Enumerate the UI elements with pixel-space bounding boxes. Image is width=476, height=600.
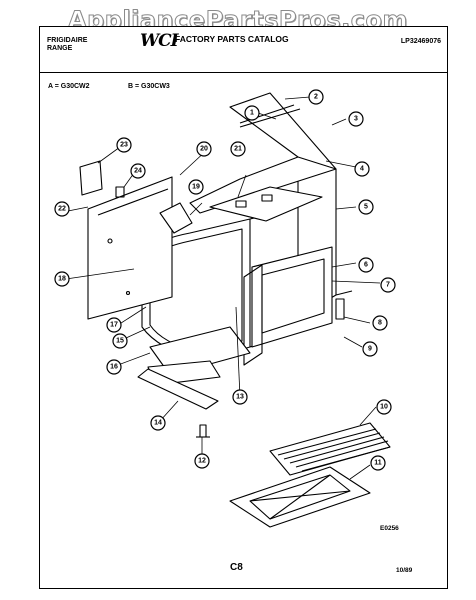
callout-label: 7	[386, 282, 390, 289]
callout-label: 24	[134, 168, 142, 175]
side-panel	[87, 176, 173, 320]
callout-label: 20	[200, 146, 208, 153]
callout-label: 8	[378, 320, 382, 327]
housing-top	[189, 156, 337, 214]
part-callouts: 1 2 3 4 5 6 7 8 9 10 11 12 13 14 15 16 1…	[54, 89, 396, 471]
callout-label: 19	[192, 184, 200, 191]
catalog-date: 10/89	[396, 567, 413, 574]
callout-label: 12	[198, 458, 206, 465]
callout-16: 16	[106, 359, 122, 375]
burner-box	[209, 186, 323, 222]
callout-9: 9	[362, 341, 378, 357]
callout-7: 7	[380, 277, 396, 293]
callout-10: 10	[376, 399, 392, 415]
callout-18: 18	[54, 271, 70, 287]
brand-block: FRIGIDAIRE RANGE	[47, 37, 87, 53]
figure-code: E0256	[380, 525, 399, 532]
parts-catalog-sheet: FRIGIDAIRE RANGE WCI FACTORY PARTS CATAL…	[39, 26, 448, 589]
oven-rack	[269, 422, 391, 476]
wci-logo: WCI	[140, 31, 179, 51]
callout-2: 2	[308, 89, 324, 105]
callout-label: 11	[374, 460, 382, 467]
callout-label: 23	[120, 142, 128, 149]
callout-4: 4	[354, 161, 370, 177]
model-b-label: B = G30CW3	[128, 83, 170, 90]
publication-number: LP32469076	[400, 38, 441, 45]
callout-17: 17	[106, 317, 122, 333]
callout-20: 20	[196, 141, 212, 157]
callout-22: 22	[54, 201, 70, 217]
exploded-parts-diagram: 1 2 3 4 5 6 7 8 9 10 11 12 13 14 15 16 1…	[54, 89, 396, 528]
header-divider	[40, 72, 447, 73]
door-panel	[243, 264, 263, 366]
callout-6: 6	[358, 257, 374, 273]
model-a-label: A = G30CW2	[48, 83, 90, 90]
callout-label: 10	[380, 404, 388, 411]
catalog-title: FACTORY PARTS CATALOG	[175, 34, 289, 44]
callout-label: 9	[368, 346, 372, 353]
callout-label: 18	[58, 276, 66, 283]
door-hinge	[335, 298, 345, 320]
callout-label: 21	[234, 146, 242, 153]
page-code: C8	[230, 562, 243, 573]
callout-23: 23	[116, 137, 132, 153]
callout-15: 15	[112, 333, 128, 349]
callout-label: 17	[110, 322, 118, 329]
callout-24: 24	[130, 163, 146, 179]
callout-21: 21	[230, 141, 246, 157]
part-23-bracket	[79, 160, 103, 196]
callout-11: 11	[370, 455, 386, 471]
callout-8: 8	[372, 315, 388, 331]
brand-name: FRIGIDAIRE	[47, 37, 88, 44]
leveling-leg	[199, 424, 207, 438]
callout-13: 13	[232, 389, 248, 405]
part-19-vent	[159, 202, 193, 234]
callout-19: 19	[188, 179, 204, 195]
part-24-clip	[115, 186, 125, 198]
bottom-bracket	[137, 368, 219, 410]
callout-3: 3	[348, 111, 364, 127]
callout-12: 12	[194, 453, 210, 469]
callout-label: 6	[364, 262, 368, 269]
callout-14: 14	[150, 415, 166, 431]
callout-label: 1	[250, 110, 254, 117]
callout-label: 22	[58, 206, 66, 213]
callout-label: 15	[116, 338, 124, 345]
callout-1: 1	[244, 105, 260, 121]
product-name: RANGE	[47, 45, 73, 52]
broiler-pan	[229, 466, 371, 528]
callout-label: 2	[314, 94, 318, 101]
callout-label: 5	[364, 204, 368, 211]
callout-5: 5	[358, 199, 374, 215]
callout-label: 14	[154, 420, 162, 427]
callout-label: 16	[110, 364, 118, 371]
callout-label: 13	[236, 394, 244, 401]
callout-label: 3	[354, 116, 358, 123]
callout-label: 4	[360, 166, 364, 173]
